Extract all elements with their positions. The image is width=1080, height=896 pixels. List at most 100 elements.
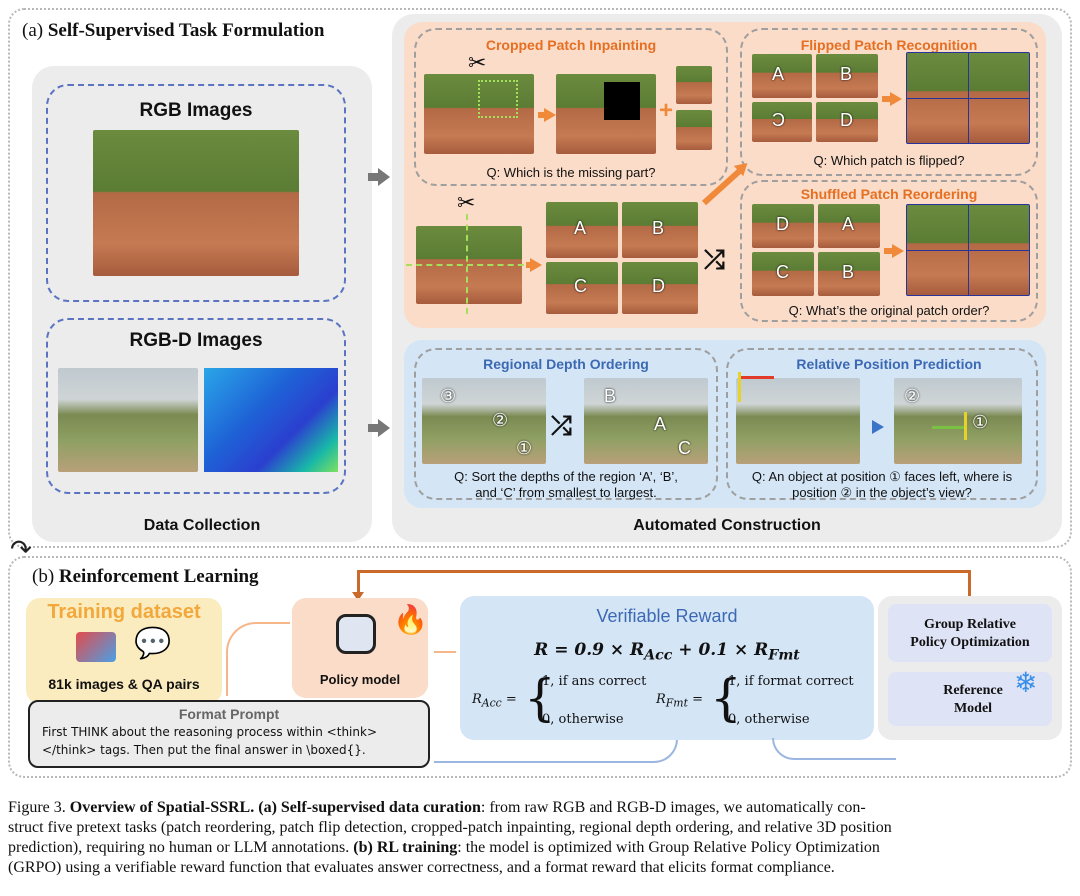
patch-d-image: D xyxy=(622,262,698,314)
formula-part-2: + 0.1 × R xyxy=(672,640,769,660)
patch-letter-d: D xyxy=(652,276,665,296)
arrow-shaft xyxy=(882,96,892,102)
caption-line1: Figure 3. Overview of Spatial-SSRL. (a) … xyxy=(8,798,1074,818)
arrow-rgbd-shaft xyxy=(368,424,378,432)
rgbd-images-title: RGB-D Images xyxy=(129,330,263,351)
flipped-patch-title: Flipped Patch Recognition xyxy=(800,37,978,53)
scissors-icon: ✂ xyxy=(457,190,476,215)
reward-formula: R = 0.9 × RAcc + 0.1 × RFmt xyxy=(460,640,874,663)
formula-fmt-sub: Fmt xyxy=(768,647,800,664)
cropped-patch-question: Q: Which is the missing part? xyxy=(486,165,656,180)
plus-icon: + xyxy=(659,97,674,124)
racc-case-0: 0, otherwise xyxy=(542,712,624,727)
rfmt-label: RFmt = xyxy=(656,692,703,710)
depth-letter-a: A xyxy=(654,414,667,434)
crop-region-marker xyxy=(478,80,518,118)
section-a-frame xyxy=(8,8,1072,548)
axis-x-marker xyxy=(740,376,774,379)
rgb-baseball-image xyxy=(93,130,299,276)
rfmt-case-0: 0, otherwise xyxy=(728,712,810,727)
rgbd-images-box xyxy=(46,318,346,494)
patch-a-image: A xyxy=(546,202,618,258)
fire-icon: 🔥 xyxy=(393,604,428,635)
section-b-frame xyxy=(8,556,1072,778)
reference-model-label: Reference Model xyxy=(918,682,1028,718)
patch-b-image: B xyxy=(622,202,698,258)
shuffled-patch-2: A xyxy=(818,204,880,248)
grpo-box xyxy=(888,604,1052,662)
figure-caption: Figure 3. Overview of Spatial-SSRL. (a) … xyxy=(8,798,1074,878)
caption-bold1: Overview of Spatial-SSRL. xyxy=(69,799,255,816)
format-prompt-card xyxy=(28,700,430,768)
shuffled-patch-3: C xyxy=(752,252,814,296)
arrow-icon xyxy=(892,244,904,258)
section-a-heading: Self-Supervised Task Formulation xyxy=(47,20,325,41)
depth-letter-b: B xyxy=(604,386,617,406)
position-prediction-box xyxy=(726,348,1038,500)
patch-letter-a: A xyxy=(574,218,587,238)
shuffle-icon: ⤮ xyxy=(551,410,572,440)
grid-divider xyxy=(906,98,1030,99)
patch-letter: B xyxy=(842,262,855,282)
arrow-shaft xyxy=(884,248,894,254)
reward-to-grpo-line xyxy=(772,738,896,760)
shuffled-patch-title: Shuffled Patch Reordering xyxy=(800,186,978,202)
reference-line2: Model xyxy=(953,701,993,716)
caption-line4: (GRPO) using a verifiable reward functio… xyxy=(8,859,835,876)
format-prompt-line2: </think> tags. Then put the final answer… xyxy=(42,743,366,757)
formula-acc-sub: Acc xyxy=(644,647,673,664)
flipped-patch-question: Q: Which patch is flipped? xyxy=(813,153,965,168)
racc-label: RAcc = xyxy=(472,692,517,710)
position-source-image xyxy=(736,378,860,464)
patch-letter: D xyxy=(776,214,789,234)
position-question-line2: position ② in the object’s view? xyxy=(792,485,972,500)
chat-question-icon: 💬 xyxy=(134,627,172,660)
depth-mark-2: ② xyxy=(492,410,509,430)
axis-y-marker xyxy=(738,372,741,402)
patch-letter-b: B xyxy=(652,218,665,238)
position-mark-1: ① xyxy=(972,412,989,432)
grpo-label: Group Relative Policy Optimization xyxy=(888,616,1052,652)
candidate-patch-2 xyxy=(676,110,712,150)
shuffle-icon: ⤮ xyxy=(704,244,725,274)
rfmt-r: R xyxy=(656,692,666,707)
arrow-icon xyxy=(890,92,902,106)
grid-divider xyxy=(906,250,1030,251)
depth-mark-1: ① xyxy=(516,438,533,458)
rgb-images-title: RGB Images xyxy=(139,100,253,121)
arrow-rgb-shaft xyxy=(368,173,378,181)
flip-patch-d: D xyxy=(816,102,878,142)
training-dataset-card xyxy=(26,598,222,704)
patch-letter-d: D xyxy=(840,110,853,130)
format-prompt-title: Format Prompt xyxy=(178,706,280,722)
depth-map-image xyxy=(204,368,338,472)
position-prediction-title: Relative Position Prediction xyxy=(796,356,982,372)
caption-text1: : from raw RGB and RGB-D images, we auto… xyxy=(480,799,866,816)
caption-line2: struct five pretext tasks (patch reorder… xyxy=(8,819,892,836)
flip-patch-c: C xyxy=(752,102,812,142)
flipped-patch-box xyxy=(740,28,1038,176)
patch-letter: A xyxy=(842,214,855,234)
depth-ordering-box xyxy=(414,348,718,500)
flip-patch-a: A xyxy=(752,54,812,98)
patch-letter: C xyxy=(776,262,789,282)
rgb-images-box xyxy=(46,84,346,302)
rfmt-case-1: 1, if format correct xyxy=(728,674,854,689)
patch-letter-c: C xyxy=(574,276,587,296)
patch-letter-c-flipped: C xyxy=(772,110,785,130)
racc-brace: { xyxy=(524,669,556,727)
arrow-rgb-icon xyxy=(378,168,390,186)
racc-case-1: 1, if ans correct xyxy=(542,674,647,689)
patch-letter-b: B xyxy=(840,64,853,84)
racc-equals: = xyxy=(505,692,517,707)
section-b-heading: Reinforcement Learning xyxy=(58,566,259,587)
candidate-patch-1 xyxy=(676,66,712,104)
dataset-to-policy-line xyxy=(226,622,290,696)
depth-letter-c: C xyxy=(678,438,691,458)
shuffled-patch-4: B xyxy=(818,252,880,296)
rfmt-brace: { xyxy=(710,669,742,727)
rfmt-sub: Fmt xyxy=(665,696,688,710)
rgbd-park-image xyxy=(58,368,198,472)
split-h-line xyxy=(406,264,534,266)
training-dataset-subtitle: 81k images & QA pairs xyxy=(48,676,200,692)
